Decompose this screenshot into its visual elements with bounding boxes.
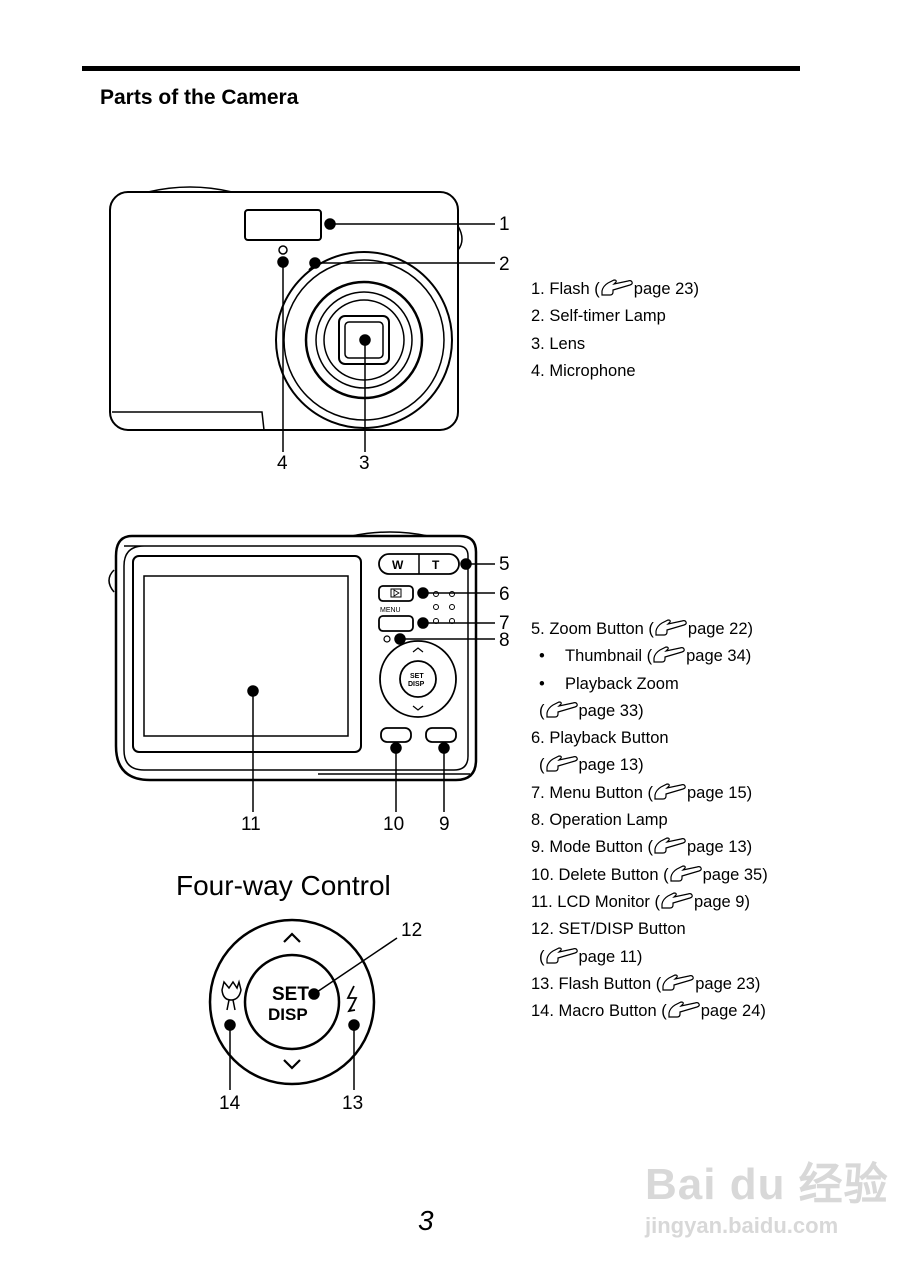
callout-14: 14 — [219, 1093, 241, 1114]
list-item-operation-lamp: 8. Operation Lamp — [531, 811, 668, 830]
watermark-logo: Bai du 经验 — [645, 1160, 889, 1209]
list-item-setdisp-page: (page 11) — [539, 946, 643, 966]
back-callout-lines — [247, 558, 495, 812]
list-item-setdisp: 12. SET/DISP Button — [531, 920, 686, 939]
page-number: 3 — [418, 1205, 434, 1236]
pointing-hand-icon — [545, 701, 578, 718]
list-item-playback: 6. Playback Button — [531, 729, 669, 748]
list-item-flash-button: 13. Flash Button (page 23) — [531, 974, 761, 993]
disp-label: DISP — [268, 1005, 308, 1024]
list-item-delete: 10. Delete Button (page 35) — [531, 865, 768, 884]
pointing-hand-icon — [655, 619, 687, 636]
pointing-hand-icon — [654, 783, 686, 800]
flash-window — [244, 209, 322, 241]
small-set-label: SET — [410, 673, 424, 680]
list-item-playback-zoom-page: (page 33) — [539, 701, 644, 720]
tele-label: T — [432, 558, 440, 572]
callout-13: 13 — [342, 1093, 363, 1114]
camera-back-illustration — [108, 531, 478, 782]
callout-2: 2 — [499, 254, 510, 275]
list-item-flash: 1. Flash (page 23) — [531, 279, 699, 298]
pointing-hand-icon — [653, 646, 685, 663]
four-way-callout-lines — [224, 937, 398, 1090]
callout-9: 9 — [439, 814, 450, 835]
callout-10: 10 — [383, 814, 404, 835]
list-item-lcd: 11. LCD Monitor (page 9) — [531, 892, 750, 911]
pointing-hand-icon — [661, 892, 693, 909]
callout-11: 11 — [241, 814, 261, 835]
four-way-title: Four-way Control — [176, 870, 391, 901]
list-item-microphone: 4. Microphone — [531, 361, 636, 380]
pointing-hand-icon — [654, 837, 686, 854]
pointing-hand-icon — [668, 1001, 700, 1018]
wide-label: W — [392, 558, 404, 572]
callout-8: 8 — [499, 630, 510, 651]
list-item-playback-page: (page 13) — [539, 755, 644, 775]
callout-1: 1 — [499, 214, 510, 235]
pointing-hand-icon — [545, 946, 578, 964]
front-callout-lines — [277, 218, 495, 452]
watermark-url: jingyan.baidu.com — [645, 1213, 839, 1238]
list-item-menu: 7. Menu Button (page 15) — [531, 783, 753, 802]
front-parts-list: 1. Flash (page 23) 2. Self-timer Lamp 3.… — [531, 276, 699, 385]
list-item-self-timer: 2. Self-timer Lamp — [531, 307, 666, 326]
list-item-zoom: 5. Zoom Button (page 22) — [531, 619, 754, 638]
callout-7: 7 — [499, 613, 510, 634]
pointing-hand-icon — [601, 279, 633, 296]
pointing-hand-icon — [669, 865, 702, 882]
list-item-macro-button: 14. Macro Button (page 24) — [531, 1001, 766, 1021]
top-rule — [82, 66, 800, 71]
back-parts-list: 5. Zoom Button (page 22) •Thumbnail (pag… — [531, 616, 768, 1025]
set-label: SET — [272, 984, 309, 1005]
menu-label: MENU — [380, 607, 401, 614]
list-item-thumbnail: •Thumbnail (page 34) — [539, 646, 752, 666]
macro-tulip-icon — [221, 979, 242, 1011]
pointing-hand-icon — [545, 755, 578, 773]
four-way-control-illustration — [208, 918, 376, 1086]
small-disp-label: DISP — [408, 681, 425, 688]
flash-bolt-icon — [346, 985, 358, 1013]
pointing-hand-icon — [662, 974, 695, 991]
page-title: Parts of the Camera — [100, 86, 299, 109]
callout-4: 4 — [277, 453, 288, 474]
list-item-lens: 3. Lens — [531, 334, 586, 353]
list-item-mode: 9. Mode Button (page 13) — [531, 837, 753, 857]
callout-3: 3 — [359, 453, 370, 474]
callout-6: 6 — [499, 584, 510, 605]
camera-front-illustration — [109, 186, 463, 431]
callout-12: 12 — [401, 920, 422, 941]
list-item-playback-zoom: •Playback Zoom — [539, 674, 679, 693]
callout-5: 5 — [499, 554, 510, 575]
